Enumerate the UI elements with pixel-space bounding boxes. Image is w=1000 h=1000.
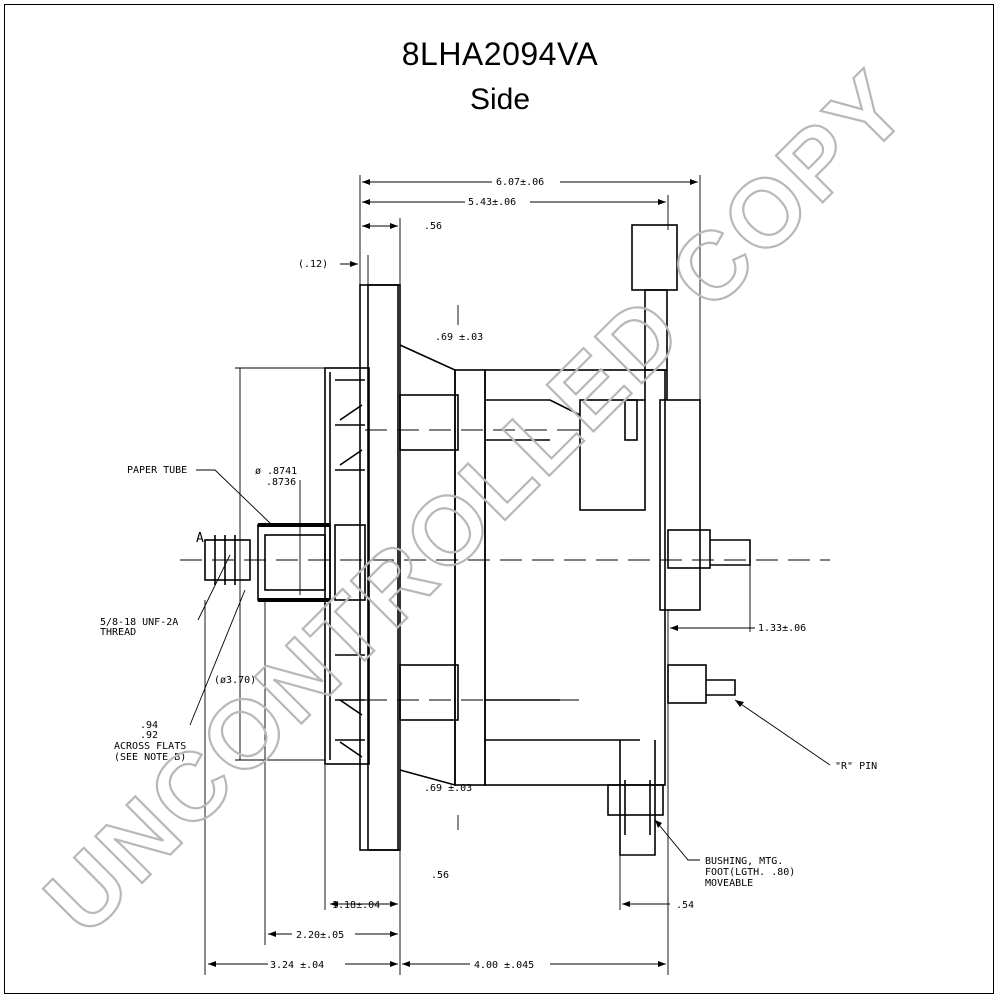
- dim-boss-bottom: .69 ±.03: [424, 783, 472, 794]
- dim-mount-spacing: 4.00 ±.045: [474, 960, 534, 971]
- drawing-frame: [4, 4, 994, 994]
- callout-thread-2: THREAD: [100, 627, 136, 638]
- leader-lines: [189, 469, 831, 861]
- dim-collar-dia: (ø3.70): [214, 675, 256, 686]
- dim-terminal-offset: 1.33±.06: [758, 623, 806, 634]
- mounting-foot: [607, 740, 664, 856]
- dim-rear-flange: .56: [424, 221, 442, 232]
- drawing-subtitle: Side: [469, 83, 531, 116]
- callout-bushing-3: MOVEABLE: [705, 878, 753, 889]
- dim-flange-bottom: .56: [431, 870, 449, 881]
- dim-bore-min: .8736: [266, 477, 296, 488]
- callout-bushing-1: BUSHING, MTG.: [705, 856, 783, 867]
- shaft-assembly: [204, 523, 366, 602]
- callout-flats-1: .94: [140, 720, 158, 731]
- uncontrolled-copy-watermark: UNCONTROLLED COPY: [25, 50, 929, 954]
- dim-boss-top: .69 ±.03: [435, 332, 483, 343]
- callout-r-pin: "R" PIN: [835, 761, 877, 772]
- dim-flange-offset: (.12): [298, 259, 328, 270]
- callout-paper-tube: PAPER TUBE: [127, 465, 187, 476]
- dim-overall-length: 6.07±.06: [496, 177, 544, 188]
- dim-bore-max: ø .8741: [255, 466, 297, 477]
- centerline: [180, 429, 830, 701]
- extension-lines: [204, 175, 751, 975]
- dim-shaft-overall: 3.24 ±.04: [270, 960, 324, 971]
- dim-pulley-offset: 2.20±.05: [296, 930, 344, 941]
- dimension-lines: [208, 181, 755, 965]
- drawing-title: 8LHA2094VA: [401, 36, 599, 72]
- callout-flats-3: ACROSS FLATS: [114, 741, 186, 752]
- callout-bushing-2: FOOT(LGTH. .80): [705, 867, 795, 878]
- regulator-assembly: [579, 224, 751, 704]
- callout-view-a: A: [196, 531, 204, 546]
- dimension-arrowheads: [208, 179, 744, 967]
- callout-flats-4: (SEE NOTE B): [114, 752, 186, 763]
- stator-body: [454, 369, 666, 786]
- dim-body-length: 5.43±.06: [468, 197, 516, 208]
- callout-flats-2: .92: [140, 730, 158, 741]
- dim-fan-width: 1.18±.04: [332, 900, 380, 911]
- dim-foot-width: .54: [676, 900, 694, 911]
- callout-thread-1: 5/8-18 UNF-2A: [100, 617, 178, 628]
